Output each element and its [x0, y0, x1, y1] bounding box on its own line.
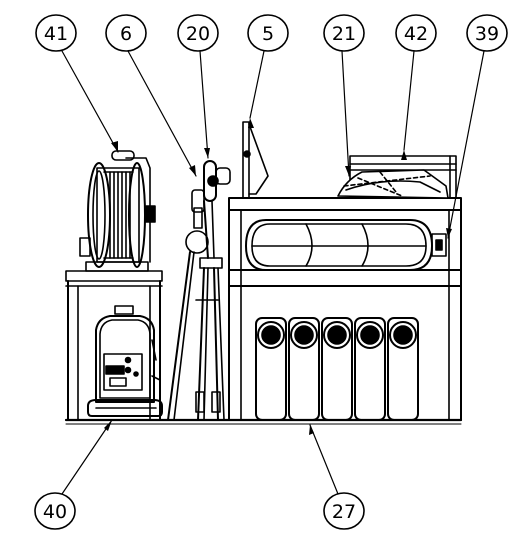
- cylinders: [255, 317, 419, 421]
- right-cabinet: [228, 197, 462, 421]
- leader-39: [447, 50, 485, 239]
- cylinder-5: [387, 317, 419, 421]
- leader-6: [127, 50, 197, 177]
- callout-42: 42: [395, 14, 437, 52]
- folded-cover: [337, 169, 449, 199]
- cylinder-1: [255, 317, 287, 421]
- leader-42: [403, 50, 415, 151]
- callout-6: 6: [105, 14, 147, 52]
- callout-20: 20: [177, 14, 219, 52]
- svg-text:41: 41: [44, 23, 68, 45]
- callout-21: 21: [323, 14, 365, 52]
- callout-39: 39: [466, 14, 508, 52]
- cylinder-4: [354, 317, 386, 421]
- svg-text:27: 27: [332, 501, 356, 523]
- leader-20: [199, 50, 209, 159]
- cylinder-3: [321, 317, 353, 421]
- svg-text:5: 5: [262, 23, 274, 45]
- svg-text:40: 40: [43, 501, 67, 523]
- leader-5: [249, 50, 265, 119]
- callout-5: 5: [247, 14, 289, 52]
- tripod: [167, 160, 231, 421]
- generator: [87, 305, 163, 417]
- leader-40: [61, 419, 113, 495]
- callout-27: 27: [323, 492, 365, 530]
- horizontal-cylinder: [245, 219, 447, 271]
- mast-bracket: [242, 121, 269, 199]
- leader-lines: [61, 50, 485, 495]
- svg-text:20: 20: [186, 23, 210, 45]
- cable-reel: [79, 150, 156, 272]
- leader-21: [341, 50, 350, 177]
- svg-text:42: 42: [404, 23, 428, 45]
- svg-text:39: 39: [475, 23, 499, 45]
- leader-41: [61, 50, 119, 153]
- arrowheads: [104, 118, 452, 435]
- leader-27: [309, 424, 339, 495]
- callout-41: 41: [35, 14, 77, 52]
- svg-text:21: 21: [332, 23, 356, 45]
- cylinder-2: [288, 317, 320, 421]
- callout-40: 40: [34, 492, 76, 530]
- svg-text:6: 6: [120, 23, 132, 45]
